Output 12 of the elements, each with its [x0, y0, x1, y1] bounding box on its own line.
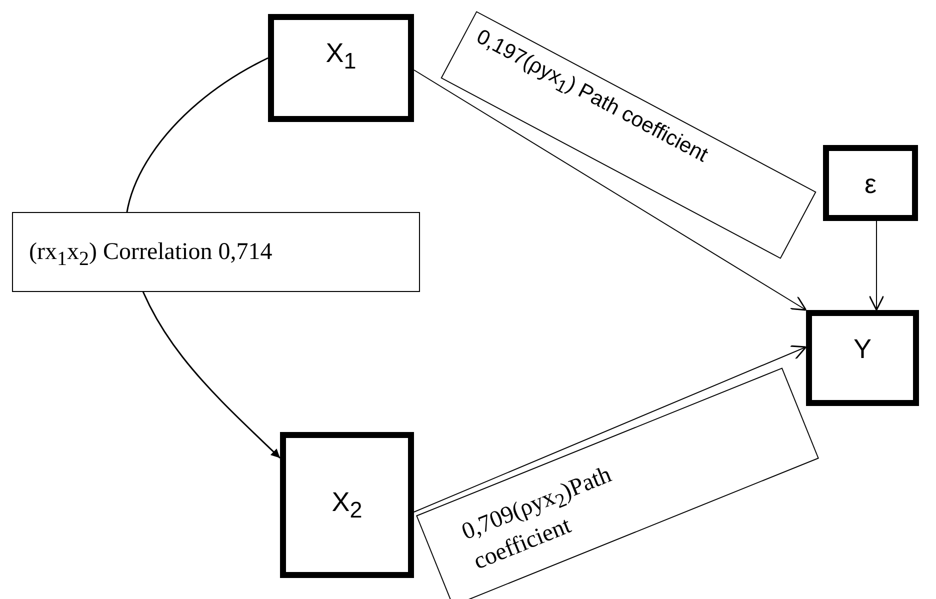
- arrow: [868, 220, 884, 311]
- variable-box: [268, 14, 414, 122]
- variable-box: [806, 310, 919, 406]
- variable-name: X$_{2}$: [332, 486, 362, 524]
- variable-name: Y: [853, 334, 872, 365]
- variable-name: ε: [864, 169, 877, 200]
- arrow: [414, 70, 807, 311]
- arrow: [414, 345, 807, 512]
- variable-box: [280, 432, 414, 578]
- variable-name: X$_{1}$: [326, 38, 356, 74]
- edge-label: (rx$_{1}$x$_{2}$) Correlation 0,714: [12, 212, 420, 292]
- variable-box: [823, 145, 918, 221]
